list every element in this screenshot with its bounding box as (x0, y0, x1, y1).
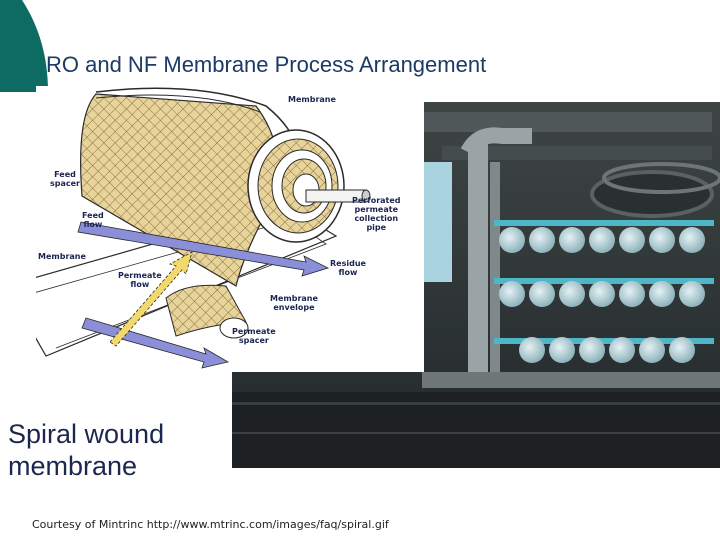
label-membrane-envelope: Membrane envelope (270, 294, 318, 312)
slide-title: RO and NF Membrane Process Arrangement (46, 52, 487, 77)
label-membrane-top: Membrane (288, 95, 336, 104)
caption: Spiral wound membrane (8, 418, 164, 482)
caption-line-1: Spiral wound (8, 419, 165, 449)
label-feed-spacer: Feed spacer (50, 170, 80, 188)
label-perforated-pipe: Perforated permeate collection pipe (352, 196, 401, 232)
spiral-membrane-diagram (36, 86, 424, 372)
label-residue-flow: Residue flow (330, 259, 366, 277)
label-membrane-left: Membrane (38, 252, 86, 261)
label-feed-flow: Feed flow (82, 211, 104, 229)
ro-plant-photo (232, 102, 720, 468)
label-permeate-spacer: Permeate spacer (232, 327, 276, 345)
corner-accent (0, 0, 48, 92)
caption-line-2: membrane (8, 451, 138, 481)
image-credit: Courtesy of Mintrinc http://www.mtrinc.c… (32, 518, 389, 531)
label-permeate-flow: Permeate flow (118, 271, 162, 289)
